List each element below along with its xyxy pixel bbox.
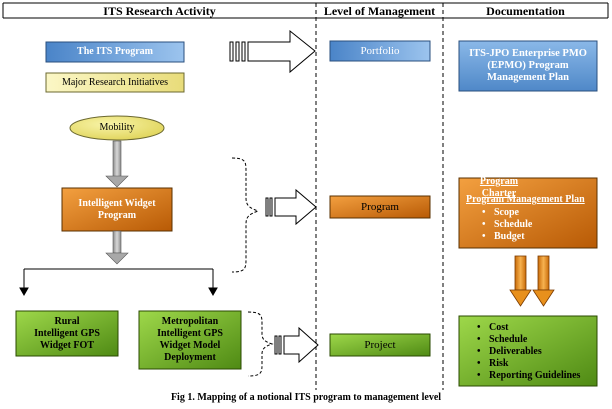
portfolio-arrow xyxy=(229,29,316,74)
mobility-label: Mobility xyxy=(99,122,135,133)
metro-project-box xyxy=(138,310,242,370)
project-arrow xyxy=(274,326,319,364)
project-doc-item-cost: Cost xyxy=(477,322,580,334)
program-doc-item-budget: Budget xyxy=(482,231,532,243)
doc-down-arrow-left xyxy=(509,255,532,307)
connector-arrow-1-head xyxy=(105,175,129,188)
portfolio-label: Portfolio xyxy=(360,45,400,57)
project-doc-item-deliverables: Deliverables xyxy=(477,346,580,358)
project-doc-item-risk: Risk xyxy=(477,358,580,370)
metro-line-1: Metropolitan xyxy=(161,316,219,327)
project-doc-item-schedule: Schedule xyxy=(477,334,580,346)
metro-line-4: Deployment xyxy=(164,352,216,363)
program-mgmt-plan-label: Program Management Plan xyxy=(466,194,585,205)
program-level-box xyxy=(329,195,431,219)
column-dividers xyxy=(315,3,444,390)
portfolio-box xyxy=(329,40,431,62)
figure-caption: Fig 1. Mapping of a notional ITS program… xyxy=(170,392,442,403)
header-research-activity: ITS Research Activity xyxy=(103,3,216,18)
rural-project-box xyxy=(15,310,119,357)
rural-line-2: Intelligent GPS xyxy=(34,327,100,339)
project-level-label: Project xyxy=(364,339,396,351)
program-level-label: Program xyxy=(361,201,399,213)
widget-program-label: Intelligent Widget Program xyxy=(62,188,172,231)
program-doc-item-schedule: Schedule xyxy=(482,219,532,231)
split-connector-lines xyxy=(19,268,218,297)
program-arrow xyxy=(265,188,317,226)
epmo-label: ITS-JPO Enterprise PMO (EPMO) Program Ma… xyxy=(459,41,597,91)
project-brace xyxy=(247,311,274,377)
its-program-box xyxy=(45,41,185,63)
epmo-box xyxy=(458,40,598,92)
widget-program-line-1: Intelligent Widget xyxy=(78,197,156,209)
project-level-box xyxy=(329,333,431,357)
rural-line-3: Widget FOT xyxy=(40,339,94,351)
program-doc-list: Scope Schedule Budget xyxy=(482,207,532,243)
header-rules xyxy=(2,2,609,19)
header-documentation: Documentation xyxy=(486,3,565,18)
metro-line-3: Widget Model xyxy=(159,340,221,351)
metro-project-label: Metropolitan Intelligent GPS Widget Mode… xyxy=(139,311,241,369)
mobility-ellipse xyxy=(69,115,165,141)
widget-program-box xyxy=(61,187,173,232)
connector-arrow-2-shaft xyxy=(112,230,122,254)
project-doc-item-reporting: Reporting Guidelines xyxy=(477,370,580,382)
doc-down-arrow-right xyxy=(532,255,555,307)
epmo-line-3: Management Plan xyxy=(487,72,569,83)
rural-line-1: Rural xyxy=(54,315,80,327)
metro-line-2: Intelligent GPS xyxy=(157,328,223,339)
major-initiatives-label: Major Research Initiatives xyxy=(61,76,169,88)
widget-program-line-2: Program xyxy=(97,209,137,221)
program-charter-label: Program Charter xyxy=(479,176,519,199)
epmo-line-1: ITS-JPO Enterprise PMO xyxy=(469,48,587,59)
header-level-of-management: Level of Management xyxy=(323,3,436,18)
its-program-label: The ITS Program xyxy=(77,46,153,57)
project-doc-list: Cost Schedule Deliverables Risk Reportin… xyxy=(477,322,580,382)
connector-arrow-2-head xyxy=(105,252,129,265)
program-brace xyxy=(231,157,260,273)
connector-arrow-1-shaft xyxy=(112,140,122,178)
major-initiatives-box xyxy=(45,72,185,93)
program-doc-item-scope: Scope xyxy=(482,207,532,219)
epmo-line-2: (EPMO) Program xyxy=(487,60,569,71)
rural-project-label: Rural Intelligent GPS Widget FOT xyxy=(16,311,118,356)
